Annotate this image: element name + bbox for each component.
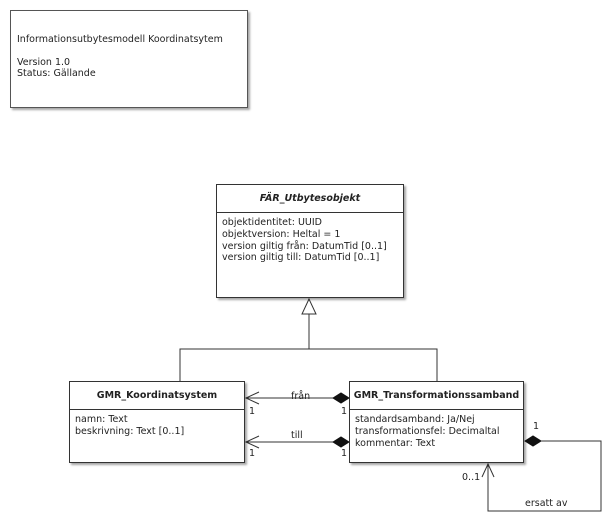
attribute: namn: Text — [75, 414, 128, 425]
association-ersatt-av[interactable]: 1 0..1 ersatt av — [462, 421, 602, 512]
class-gmr-koordinatsystem[interactable]: GMR_Koordinatsystem namn: Text beskrivni… — [69, 381, 245, 463]
attribute: kommentar: Text — [355, 437, 436, 449]
ersatt-target-multiplicity: 0..1 — [462, 472, 480, 483]
ersatt-source-multiplicity: 1 — [533, 421, 539, 432]
attribute-list: namn: Text beskrivning: Text [0..1] — [70, 410, 244, 438]
association-fran[interactable]: från 1 1 — [244, 391, 350, 417]
fran-target-multiplicity: 1 — [249, 406, 255, 417]
attribute: objektversion: Heltal = 1 — [222, 228, 341, 240]
attribute: objektidentitet: UUID — [222, 217, 322, 228]
model-note[interactable]: Informationsutbytesmodell Koordinatsytem… — [10, 10, 248, 108]
till-target-multiplicity: 1 — [249, 448, 255, 459]
attribute: version giltig till: DatumTid [0..1] — [222, 252, 380, 264]
association-till[interactable]: till 1 1 — [244, 430, 350, 459]
class-name: FÄR_Utbytesobjekt — [217, 185, 403, 213]
generalization-arrowhead — [301, 297, 317, 315]
fran-source-multiplicity: 1 — [341, 406, 347, 417]
attribute: transformationsfel: Decimaltal — [355, 425, 500, 437]
note-status: Status: Gällande — [17, 68, 96, 79]
class-far-utbytesobjekt[interactable]: FÄR_Utbytesobjekt objektidentitet: UUID … — [216, 184, 404, 298]
note-title: Informationsutbytesmodell Koordinatsytem — [17, 34, 223, 45]
attribute: beskrivning: Text [0..1] — [75, 425, 185, 437]
class-gmr-transformationssamband[interactable]: GMR_Transformationssamband standardsamba… — [349, 381, 524, 463]
class-name: GMR_Koordinatsystem — [70, 382, 244, 410]
attribute-list: standardsamband: Ja/Nej transformationsf… — [350, 410, 523, 449]
note-version: Version 1.0 — [17, 56, 71, 68]
till-source-multiplicity: 1 — [341, 448, 347, 459]
fran-composition-diamond — [332, 392, 350, 404]
till-composition-diamond — [332, 436, 350, 448]
attribute: standardsamband: Ja/Nej — [355, 414, 475, 425]
till-arrowhead — [244, 435, 260, 449]
till-role-label: till — [291, 430, 303, 441]
ersatt-arrowhead — [481, 462, 495, 478]
generalization-connector[interactable] — [179, 297, 438, 381]
ersatt-composition-diamond — [524, 435, 542, 447]
attribute: version giltig från: DatumTid [0..1] — [222, 240, 387, 252]
fran-arrowhead — [244, 391, 260, 405]
ersatt-role-label: ersatt av — [525, 498, 568, 509]
fran-role-label: från — [291, 391, 310, 402]
class-name: GMR_Transformationssamband — [350, 382, 523, 410]
attribute-list: objektidentitet: UUID objektversion: Hel… — [217, 213, 403, 264]
